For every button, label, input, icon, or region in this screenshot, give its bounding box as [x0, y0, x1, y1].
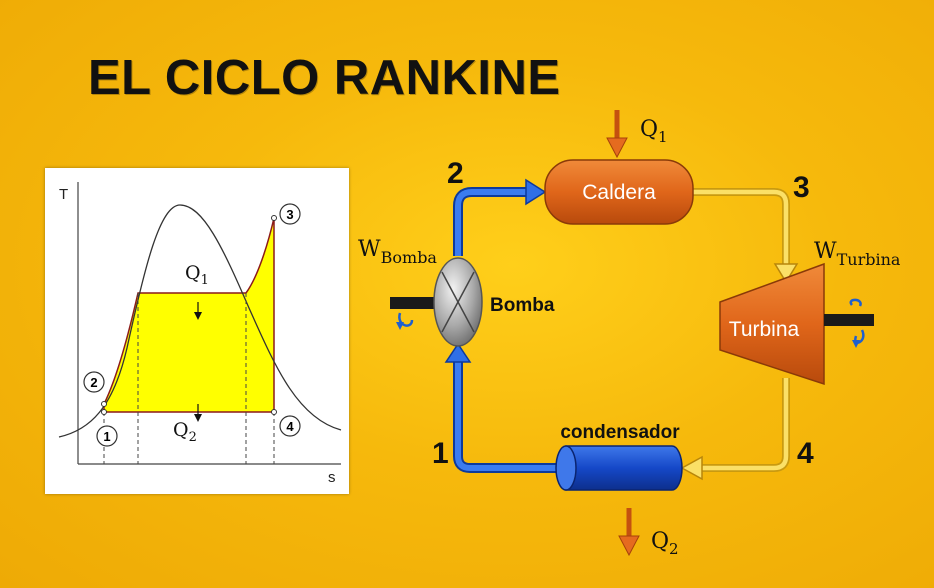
boiler: Caldera: [544, 159, 694, 225]
turbine: Turbina: [719, 262, 825, 386]
arrow-into-turbine: [773, 263, 799, 284]
pipe-condenser-to-pump: [453, 360, 560, 473]
dashed-guides: [103, 293, 275, 464]
arrow-into-pump: [444, 342, 472, 363]
ts-state-1: 1: [96, 409, 118, 447]
pipe-pump-to-boiler: [453, 187, 528, 256]
condenser-label: condensador: [560, 422, 680, 443]
page-title: EL CICLO RANKINE: [88, 51, 561, 105]
q1-label: Q1: [640, 117, 668, 146]
ts-state-3: 3: [271, 203, 301, 225]
condenser: [555, 445, 683, 491]
pipe-turbine-to-condenser: [700, 378, 790, 472]
pipe-boiler-to-turbine: [693, 188, 790, 265]
w-pump-label: WBomba: [358, 237, 437, 267]
svg-text:1: 1: [103, 429, 110, 444]
svg-text:3: 3: [286, 207, 293, 222]
q2-heat-output: Q2: [618, 508, 679, 558]
state-label-1: 1: [432, 437, 449, 470]
pump: [433, 257, 483, 347]
pump-label: Bomba: [490, 295, 555, 316]
pump-shaft: [390, 297, 440, 330]
t-axis-label: T: [59, 186, 68, 203]
w-turbine-label: WTurbina: [814, 239, 901, 269]
ts-q2-label: Q2: [173, 419, 197, 445]
turbine-shaft: [824, 298, 874, 348]
state-label-2: 2: [447, 157, 464, 190]
q1-heat-input: Q1: [606, 110, 668, 159]
saturation-dome: [58, 204, 342, 438]
arrow-into-condenser: [680, 455, 703, 481]
q2-label: Q2: [651, 529, 679, 558]
turbine-label: Turbina: [729, 318, 800, 341]
state-label-4: 4: [797, 437, 814, 470]
svg-text:4: 4: [286, 419, 294, 434]
boiler-label: Caldera: [582, 181, 656, 204]
s-axis-label: s: [328, 469, 336, 486]
state-label-3: 3: [793, 171, 810, 204]
svg-text:2: 2: [90, 375, 97, 390]
ts-diagram-panel: T s Q1 Q2 1 2: [45, 168, 349, 494]
arrow-into-boiler: [525, 178, 547, 206]
ts-state-2: 2: [83, 371, 107, 407]
cycle-area: [103, 217, 275, 413]
ts-diagram: T s Q1 Q2 1 2: [58, 182, 342, 486]
ts-state-4: 4: [271, 409, 301, 437]
ts-q1-label: Q1: [185, 262, 209, 288]
